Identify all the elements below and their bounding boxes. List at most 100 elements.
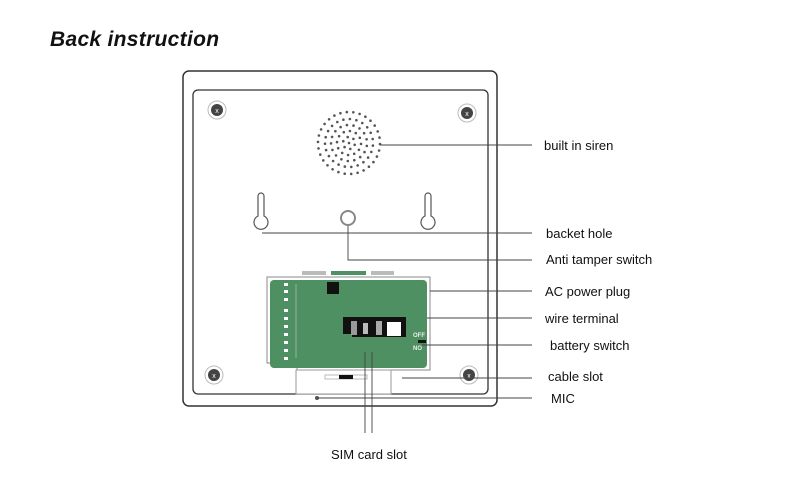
siren-hole [365, 144, 369, 148]
page-title: Back instruction [50, 28, 220, 51]
siren-hole [340, 158, 343, 161]
switch-on-label: NO [413, 346, 422, 352]
siren-hole [369, 119, 372, 122]
siren-hole [342, 118, 345, 121]
siren-hole [337, 170, 340, 174]
screw-icon: x [204, 365, 224, 385]
wire-terminal-icon [284, 283, 288, 360]
label-wire-terminal: wire terminal [545, 311, 619, 326]
siren-hole [331, 168, 334, 171]
siren-hole [359, 142, 363, 146]
siren-hole [355, 118, 358, 122]
label-battery-switch: battery switch [550, 338, 630, 353]
siren-hole [337, 163, 340, 166]
siren-hole [330, 135, 334, 139]
siren-hole [347, 141, 351, 145]
terminal-pad [284, 298, 288, 301]
screw-icon: x [457, 103, 477, 123]
siren-hole [352, 124, 355, 127]
siren-hole [323, 122, 326, 126]
siren-hole [353, 158, 356, 162]
siren-hole [352, 137, 355, 141]
siren-hole [349, 147, 352, 151]
siren-hole [335, 140, 339, 144]
siren-hole [376, 130, 380, 133]
siren-hole [366, 156, 370, 159]
terminal-pad [284, 349, 288, 352]
bracket-hole-icon [420, 192, 436, 230]
siren-hole [367, 165, 371, 168]
siren-hole [330, 124, 334, 128]
siren-hole [346, 159, 350, 163]
screw-icon: x [207, 100, 227, 120]
terminal-pad [284, 333, 288, 336]
siren-hole [336, 146, 340, 150]
terminal-pad [284, 290, 288, 293]
siren-hole [375, 155, 379, 158]
siren-hole [327, 118, 331, 121]
siren-hole [331, 148, 334, 152]
siren-hole [365, 138, 368, 141]
leader-lines [262, 144, 532, 433]
svg-text:x: x [467, 373, 471, 380]
siren-hole [377, 149, 381, 152]
siren-hole [363, 150, 366, 154]
svg-text:x: x [215, 108, 219, 115]
siren-hole [331, 159, 335, 163]
siren-hole [371, 137, 375, 141]
siren-hole [358, 136, 362, 140]
siren-hole [358, 127, 361, 130]
siren-hole [362, 131, 366, 135]
siren-hole [323, 142, 327, 145]
siren-hole [336, 120, 339, 124]
terminal-pad [284, 283, 288, 286]
siren-hole [329, 142, 333, 145]
siren-hole [342, 139, 345, 143]
terminal-pad [284, 317, 288, 320]
siren-hole [316, 140, 320, 144]
siren-hole [348, 129, 352, 133]
siren-hole [343, 165, 347, 168]
label-anti-tamper-switch: Anti tamper switch [546, 252, 653, 267]
siren-hole [317, 147, 320, 150]
label-cable-slot: cable slot [548, 369, 603, 384]
siren-hole [334, 129, 337, 133]
siren-hole [364, 115, 367, 118]
siren-hole [349, 172, 353, 176]
siren-hole [324, 135, 328, 139]
siren-hole [324, 148, 328, 152]
tamper-switch-icon [340, 210, 356, 226]
siren-hole [357, 148, 361, 152]
siren-hole [339, 125, 342, 129]
siren-hole [369, 131, 373, 135]
battery-switch-icon [418, 340, 426, 343]
siren-hole [343, 172, 347, 175]
siren-hole [371, 144, 375, 147]
label-bracket-hole: backet hole [546, 226, 613, 241]
siren-hole [356, 164, 360, 167]
siren-hole [378, 136, 381, 139]
label-mic: MIC [551, 391, 575, 406]
siren-hole [356, 171, 359, 175]
siren-hole [345, 110, 349, 114]
label-built-in-siren: built in siren [544, 138, 614, 153]
siren-hole [346, 135, 350, 139]
siren-hole [334, 154, 338, 157]
siren-hole [352, 111, 355, 114]
siren-hole [317, 134, 321, 137]
sim-card-slot-icon [343, 317, 406, 337]
siren-grille-icon [316, 110, 382, 176]
siren-hole [354, 131, 358, 135]
siren-hole [322, 159, 325, 162]
siren-hole [333, 114, 336, 117]
cable-slot-icon [295, 369, 392, 395]
label-sim-card-slot: SIM card slot [331, 447, 407, 462]
siren-hole [362, 169, 365, 172]
siren-hole [326, 129, 330, 133]
siren-hole [345, 123, 349, 127]
siren-hole [365, 126, 369, 129]
siren-hole [342, 130, 346, 134]
siren-hole [358, 155, 362, 159]
siren-hole [340, 151, 344, 155]
